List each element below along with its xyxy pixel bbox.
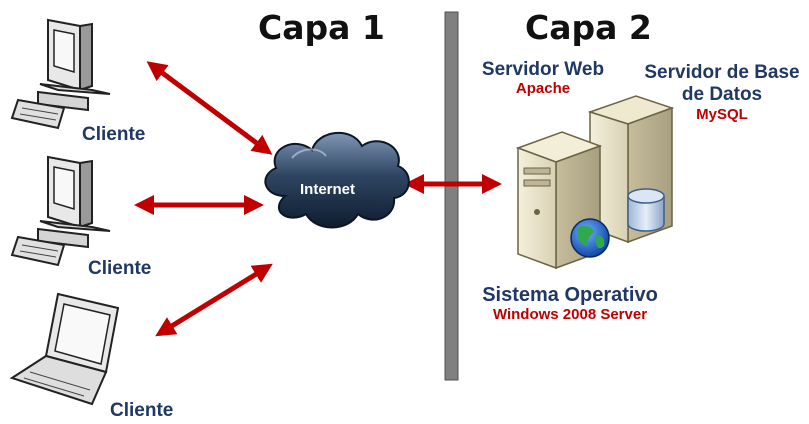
os-software: Windows 2008 Server	[492, 306, 648, 323]
tier2-title: Capa 2	[525, 8, 652, 47]
db-server-title-line2: de Datos	[681, 84, 763, 105]
client-label-3: Cliente	[110, 400, 174, 421]
db-server-software: MySQL	[696, 106, 748, 123]
db-server-title-line1: Servidor de Base	[644, 62, 800, 83]
db-server-caption: Servidor de Base de Datos MySQL	[636, 62, 808, 124]
globe-icon	[570, 218, 610, 258]
tier1-title: Capa 1	[258, 8, 385, 47]
desktop-computer-icon	[10, 155, 111, 267]
web-server-caption: Servidor Web Apache	[468, 60, 618, 98]
database-cylinder-icon	[627, 188, 665, 232]
web-server-title: Servidor Web	[481, 59, 605, 80]
client-label-2: Cliente	[88, 258, 152, 279]
arrow-client1-internet	[146, 61, 273, 155]
arrow-client3-internet	[155, 263, 273, 337]
client-label-1: Cliente	[82, 124, 146, 145]
internet-label: Internet	[300, 181, 356, 198]
internet-cloud-icon	[264, 131, 410, 229]
desktop-computer-icon	[10, 18, 111, 130]
os-title: Sistema Operativo	[482, 284, 658, 306]
web-server-software: Apache	[515, 80, 571, 97]
laptop-icon	[9, 292, 120, 406]
os-caption: Sistema Operativo Windows 2008 Server	[470, 284, 670, 324]
tier-divider	[444, 11, 459, 381]
